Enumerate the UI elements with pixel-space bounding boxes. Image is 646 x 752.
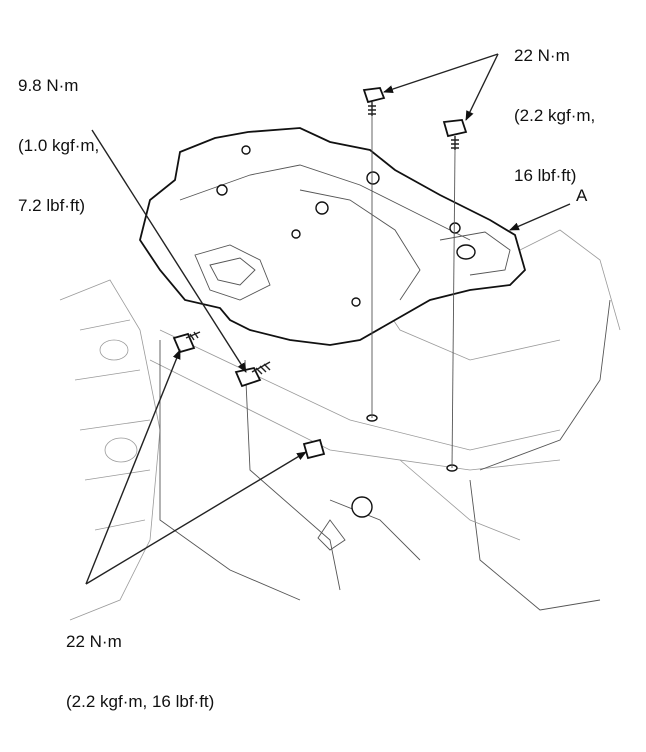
bracket-hole-3 [315, 201, 329, 215]
small-bolt-lower [317, 519, 346, 551]
torque-label-lower-bolts: 22 N·m (2.2 kgf·m, 16 lbf·ft) [66, 592, 214, 752]
torque-kgf: (1.0 kgf·m, [18, 136, 100, 155]
torque-kgf-lbf: (2.2 kgf·m, 16 lbf·ft) [66, 692, 215, 711]
bracket-hole-1 [216, 184, 228, 196]
diagram-drawing [59, 53, 621, 621]
bracket-hole-7 [291, 229, 301, 239]
part-label-a: A [576, 186, 588, 205]
bracket-hole-8 [456, 244, 476, 260]
bracket-hole-4 [366, 171, 380, 185]
torque-lbf: 7.2 lbf·ft) [18, 196, 86, 215]
torque-label-top-bolts: 22 N·m (2.2 kgf·m, 16 lbf·ft) [514, 6, 595, 226]
torque-value: 22 N·m [66, 632, 122, 651]
torque-diagram: 9.8 N·m (1.0 kgf·m, 7.2 lbf·ft) 22 N·m (… [18, 6, 621, 711]
background-structure [59, 229, 621, 621]
bracket-hole-5 [449, 222, 461, 234]
bolt-top-left [362, 87, 386, 116]
engine-boss-hole [351, 496, 373, 518]
torque-label-middle-bolt: 9.8 N·m (1.0 kgf·m, 7.2 lbf·ft) [18, 36, 99, 256]
bolt-left-upper [172, 331, 201, 354]
alignment-lines [371, 116, 456, 469]
torque-value: 22 N·m [514, 46, 570, 65]
bracket-hole-2 [241, 145, 251, 155]
bolt-top-right [442, 119, 468, 150]
leader-lines [85, 53, 571, 585]
bolt-left-lower [302, 438, 326, 460]
bracket-hole-6 [351, 297, 361, 307]
torque-value: 9.8 N·m [18, 76, 79, 95]
torque-kgf: (2.2 kgf·m, [514, 106, 596, 125]
torque-lbf: 16 lbf·ft) [514, 166, 577, 185]
bracket-a [139, 127, 527, 346]
